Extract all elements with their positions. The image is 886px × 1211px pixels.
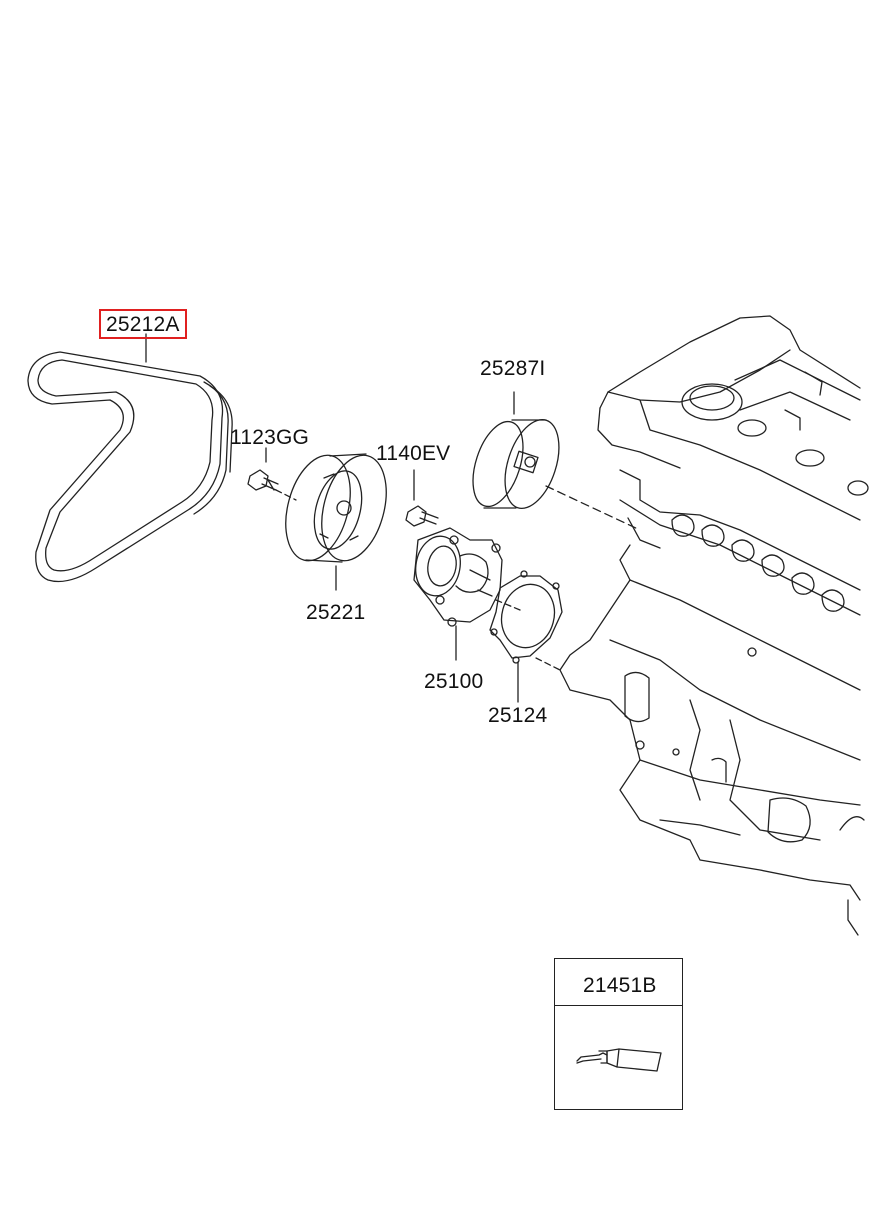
belt-drawing (27, 351, 233, 583)
tensioner-drawing (472, 391, 641, 531)
engine-block (559, 315, 869, 936)
part-label-25212A[interactable]: 25212A (99, 309, 187, 339)
part-label-25287I[interactable]: 25287I (480, 357, 546, 380)
part-label-21451B[interactable]: 21451B (583, 974, 657, 997)
bolt-2-drawing (405, 469, 439, 527)
inset-divider (555, 1005, 682, 1006)
bolt-1-drawing (247, 447, 297, 501)
sealant-tube-icon (576, 1048, 662, 1072)
part-label-1123GG[interactable]: 1123GG (230, 426, 310, 449)
water-pump-drawing (413, 527, 521, 661)
part-label-25221[interactable]: 25221 (306, 601, 366, 624)
part-label-25100[interactable]: 25100 (424, 670, 484, 693)
part-label-25124[interactable]: 25124 (488, 704, 548, 727)
part-label-1140EV[interactable]: 1140EV (376, 442, 451, 465)
idler-pulley-drawing (285, 453, 387, 591)
gasket-drawing (489, 570, 563, 703)
inset-box: 21451B (554, 958, 683, 1110)
